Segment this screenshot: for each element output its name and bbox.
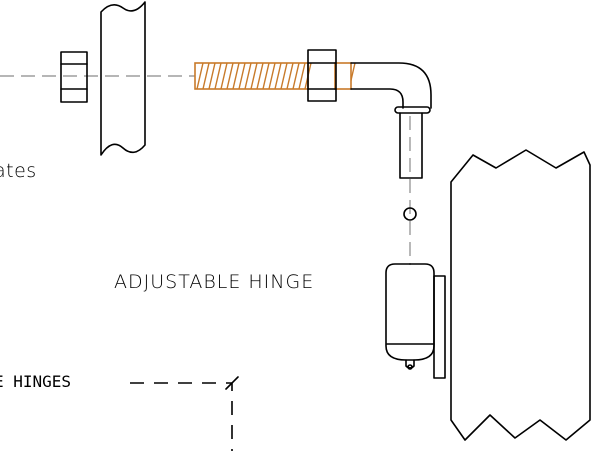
right-hex-nut	[307, 49, 337, 102]
left-hex-nut	[60, 51, 88, 103]
right-plate	[450, 149, 591, 441]
left-plate	[100, 1, 146, 156]
pipe-collar	[394, 106, 431, 114]
hinge-leader-dashed	[130, 376, 239, 451]
hinges-label-fragment: E HINGES	[0, 372, 72, 391]
elbow-pipe	[350, 62, 432, 109]
adjustable-hinge-body	[385, 263, 446, 379]
hinge-pin	[403, 207, 417, 221]
hinge-sleeve	[399, 112, 423, 179]
adjustable-hinge-label: ADJUSTABLE HINGE	[114, 271, 315, 293]
plates-label-fragment: ates	[0, 160, 37, 182]
threaded-rod	[194, 62, 356, 90]
